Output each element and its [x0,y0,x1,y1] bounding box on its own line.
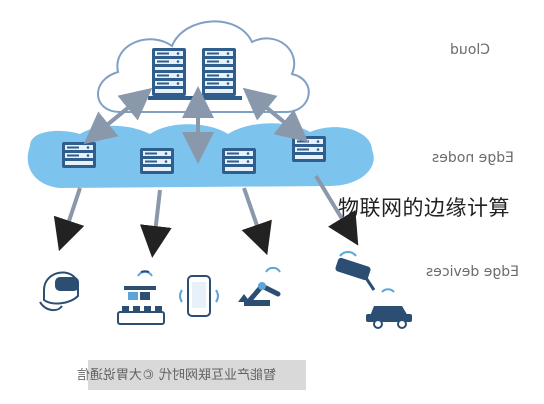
edge-server-4 [292,136,326,162]
cloud-server-base [148,96,242,100]
watermark-bar [88,360,306,390]
edge-nodes-label: Edge nodes [432,150,514,166]
vr-headset-icon [39,271,79,312]
smartphone-icon [179,275,219,317]
edge-device-arrows [53,174,359,258]
cloud-label: Cloud [450,42,490,58]
cloud-server-left [152,48,186,96]
cloud-edge-arrows [83,86,309,164]
edge-server-2 [140,148,174,174]
watermark-text: 智能产业互联网时代 ©大胃说通信 [76,368,276,383]
cloud-server-right [202,48,236,96]
edge-server-3 [222,148,256,174]
security-camera-icon [335,251,376,291]
caption: 物联网的边缘计算 [338,196,510,220]
connected-car-icon [366,288,412,329]
robot-arm-icon [238,266,281,306]
robotic-assembly-line-icon [117,270,165,325]
edge-devices-label: Edge devices [426,264,519,280]
edge-server-1 [62,142,96,168]
